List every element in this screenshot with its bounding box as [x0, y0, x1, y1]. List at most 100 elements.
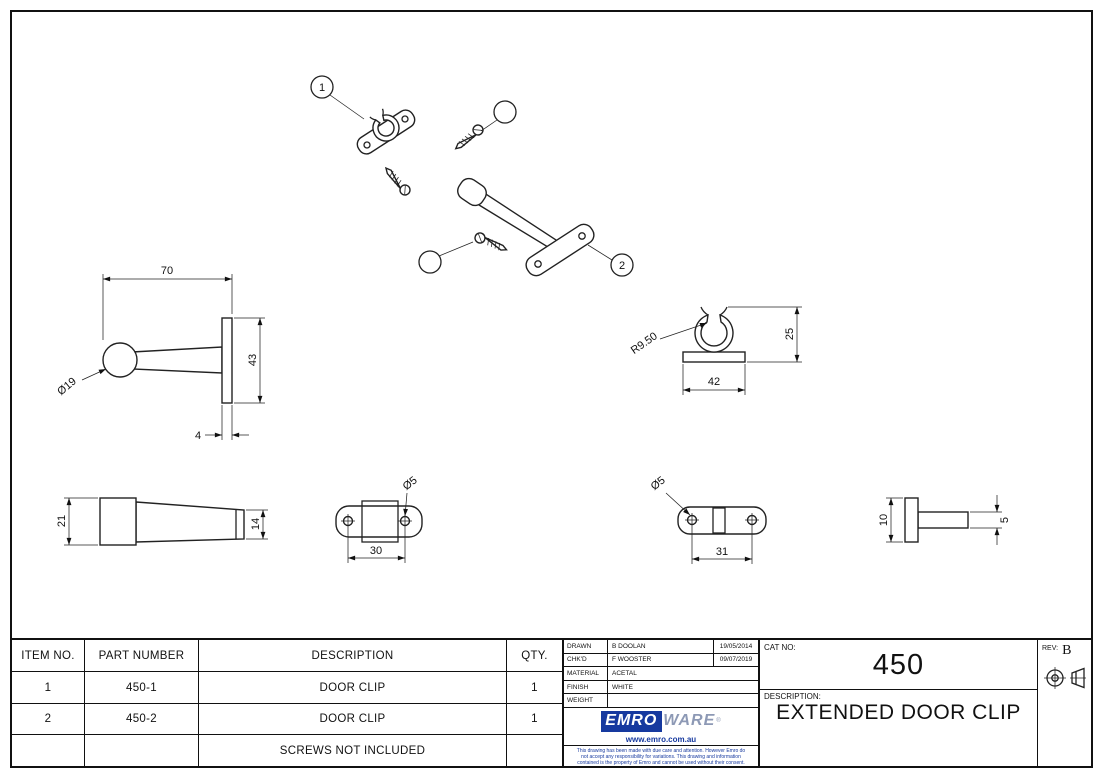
part2-hole	[534, 260, 542, 268]
drawn-label: DRAWN	[564, 640, 608, 653]
table-cell-empty	[85, 735, 199, 766]
stem-tip	[917, 511, 969, 529]
column-header: QTY.	[507, 640, 562, 672]
website-text: www.emro.com.au	[625, 734, 697, 744]
checked-row: CHK'D F WOOSTER 09/07/2019	[564, 653, 758, 668]
description-label: DESCRIPTION:	[764, 692, 821, 701]
border-frame: 1 2 70 43 Ø19	[10, 10, 1093, 768]
plate-outline	[335, 505, 423, 538]
table-cell-qty: 1	[507, 704, 562, 735]
cat-no-label: CAT NO:	[764, 643, 796, 652]
cat-no-cell: CAT NO: 450	[760, 640, 1037, 690]
dim-hole-spacing: 30	[370, 545, 382, 557]
info-block: DRAWN B DOOLAN 19/05/2014 CHK'D F WOOSTE…	[564, 640, 760, 766]
stem-side-view: 21 14	[56, 497, 268, 546]
balloon-item-2	[610, 253, 634, 277]
checked-label: CHK'D	[564, 653, 608, 667]
stem-taper	[135, 501, 245, 543]
dim-stem-left-height: 21	[56, 515, 68, 527]
table-cell-empty	[507, 735, 562, 766]
part2-hole	[578, 232, 586, 240]
stem-body	[99, 497, 137, 546]
drawn-date: 19/05/2014	[713, 640, 758, 653]
material-value: ACETAL	[612, 669, 637, 677]
table-cell-part-number: 450-2	[85, 704, 199, 735]
plate-boss	[361, 500, 399, 543]
finish-value: WHITE	[612, 683, 633, 691]
plate-outline	[677, 506, 767, 535]
parts-table: ITEM NO. PART NUMBER DESCRIPTION QTY. 1 …	[12, 640, 564, 766]
stem-flange	[904, 497, 919, 543]
part2-dome-tip	[457, 177, 487, 207]
end-view: 10 5	[878, 495, 1011, 545]
balloon-screw-callout	[418, 250, 442, 274]
balloon-2-label: 2	[619, 260, 625, 272]
table-cell-item: 2	[12, 704, 85, 735]
clip-front-view: R9.50 25 42	[629, 306, 802, 395]
column-header: DESCRIPTION	[199, 640, 507, 672]
dim-diameter: Ø19	[55, 375, 79, 398]
material-label: MATERIAL	[564, 667, 608, 680]
weight-label: WEIGHT	[564, 694, 608, 707]
drawing-title: EXTENDED DOOR CLIP	[776, 701, 1021, 724]
table-cell-empty	[12, 735, 85, 766]
trademark-symbol: ®	[716, 718, 721, 725]
table-cell-item: 1	[12, 672, 85, 704]
dim-flange-height: 10	[878, 514, 890, 526]
table-cell-description: DOOR CLIP	[199, 704, 507, 735]
part1-hole	[363, 141, 371, 149]
dim-clip-height: 25	[784, 328, 796, 340]
revision-cell: REV: B	[1037, 640, 1091, 766]
screw	[472, 230, 510, 256]
stem-plate-top-view: Ø5 31	[649, 474, 767, 564]
dim-hole-dia: Ø5	[649, 474, 668, 492]
weight-row: WEIGHT	[564, 694, 758, 708]
rev-label: REV:	[1042, 645, 1059, 652]
knob-profile	[102, 342, 138, 378]
dim-width: 70	[161, 265, 173, 277]
description-cell: DESCRIPTION: EXTENDED DOOR CLIP	[760, 690, 1037, 766]
title-block-area: ITEM NO. PART NUMBER DESCRIPTION QTY. 1 …	[12, 638, 1091, 766]
arm-profile	[131, 346, 223, 374]
dim-hole-dia: Ø5	[401, 474, 420, 492]
dim-hole-spacing: 31	[716, 546, 728, 558]
drawn-name: B DOOLAN	[612, 642, 646, 650]
weight-value	[608, 694, 758, 707]
material-row: MATERIAL ACETAL	[564, 667, 758, 681]
part1-hole	[401, 115, 409, 123]
column-header: PART NUMBER	[85, 640, 199, 672]
stem-section	[712, 507, 726, 534]
balloon-1-label: 1	[319, 82, 325, 94]
rev-value: B	[1062, 643, 1072, 658]
drawn-row: DRAWN B DOOLAN 19/05/2014	[564, 640, 758, 654]
technical-drawing: 1 2 70 43 Ø19	[55, 75, 1011, 564]
dim-stem-right-height: 14	[250, 518, 262, 530]
table-cell-qty: 1	[507, 672, 562, 704]
balloon-screw-callout	[493, 100, 517, 124]
logo-emro: EMRO	[601, 710, 663, 732]
part2-stem	[475, 191, 560, 252]
plate-profile	[221, 317, 233, 404]
exploded-assembly-view: 1 2	[310, 75, 634, 277]
disclaimer-text: This drawing has been made with due care…	[564, 744, 758, 766]
dim-height: 43	[247, 354, 259, 366]
column-header: ITEM NO.	[12, 640, 85, 672]
checked-name: F WOOSTER	[612, 656, 652, 664]
balloon-item-1	[310, 75, 334, 99]
logo-ware: WARE	[663, 712, 716, 730]
title-block: CAT NO: 450 DESCRIPTION: EXTENDED DOOR C…	[760, 640, 1091, 766]
clip-profile	[694, 313, 734, 353]
part2-base-plate	[525, 223, 595, 277]
finish-label: FINISH	[564, 680, 608, 694]
dim-clip-width: 42	[708, 376, 720, 388]
third-angle-projection-icon	[1043, 667, 1086, 689]
screw	[381, 164, 413, 198]
checked-date: 09/07/2019	[713, 653, 758, 667]
dim-thickness: 4	[195, 430, 201, 442]
table-note: SCREWS NOT INCLUDED	[199, 735, 507, 766]
dim-radius: R9.50	[629, 330, 660, 357]
part1-spring-clip	[369, 108, 400, 142]
dim-stem-height: 5	[999, 517, 1011, 523]
